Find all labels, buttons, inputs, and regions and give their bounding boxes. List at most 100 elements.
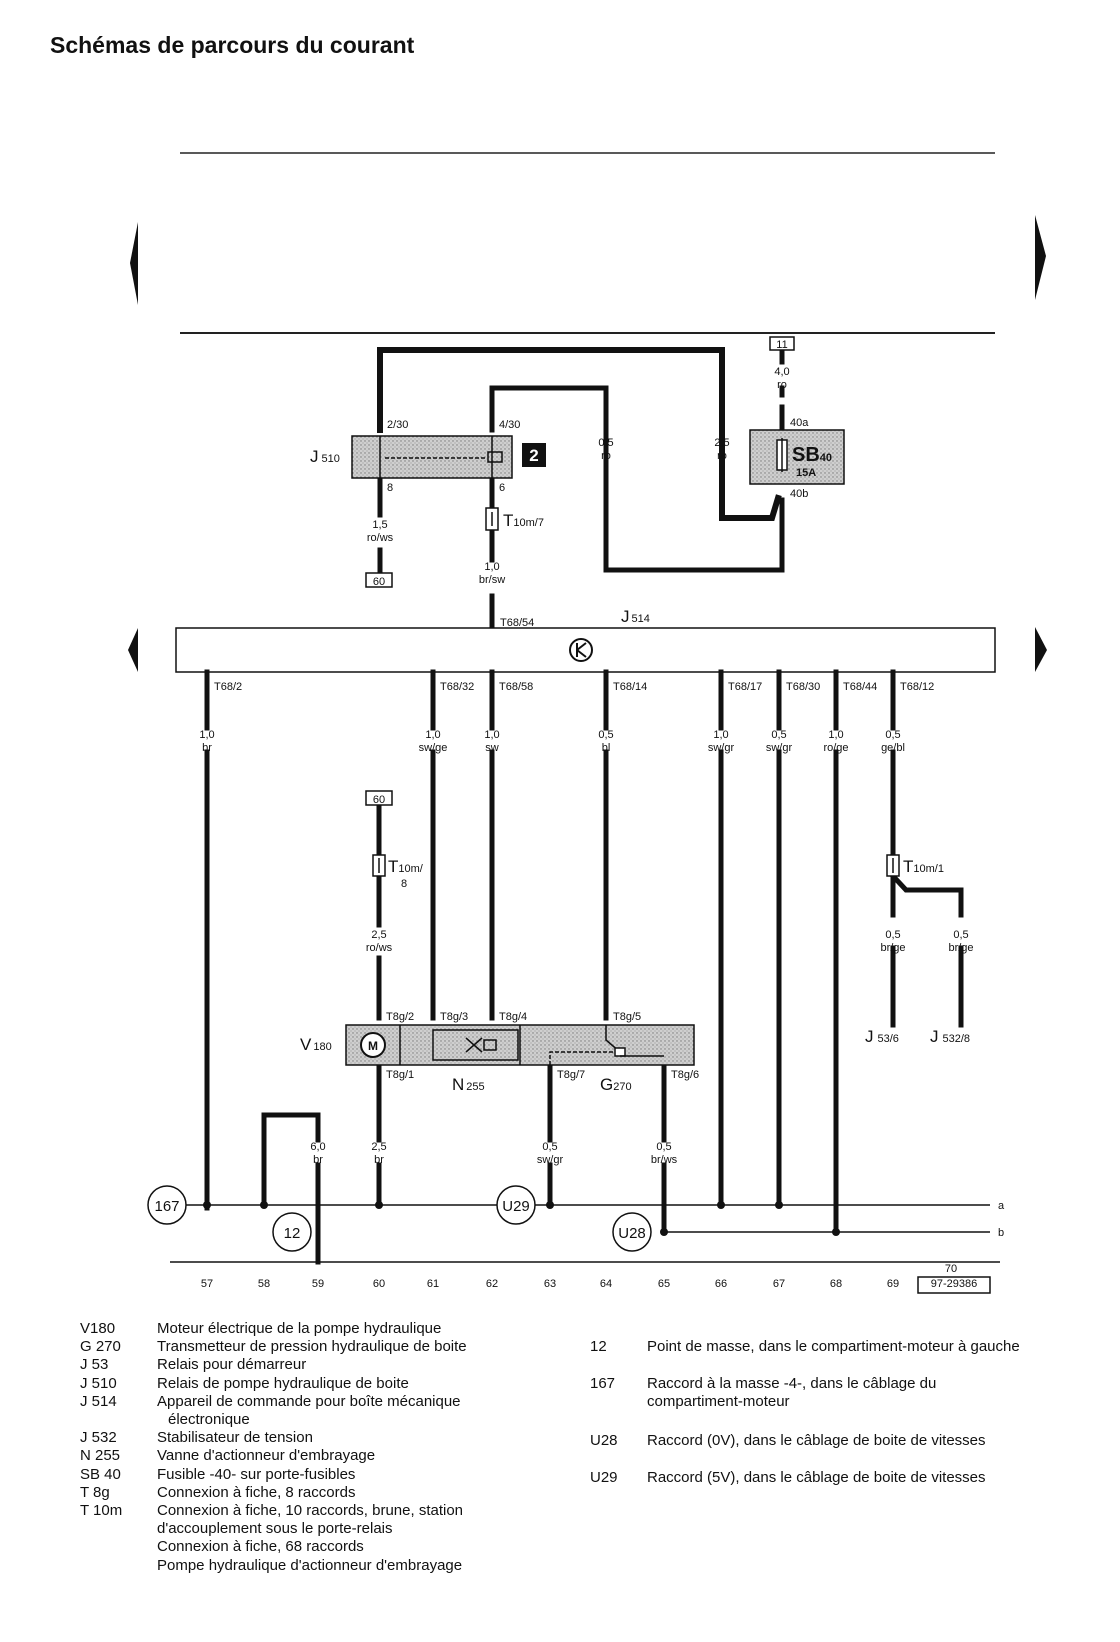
svg-text:1,0: 1,0 — [484, 729, 499, 741]
legend-code: N 255 — [80, 1447, 121, 1465]
motor-icon: M — [360, 1032, 386, 1058]
badge-2-label: 2 — [529, 446, 538, 465]
legend-description: Connexion à fiche, 68 raccords — [157, 1538, 364, 1556]
fuse-sb40[interactable] — [749, 429, 845, 485]
pin-t68-58: T68/58 — [499, 681, 533, 693]
column-number: 67 — [773, 1278, 785, 1290]
bus-junctions — [203, 1201, 840, 1236]
legend-code: T 8g — [80, 1483, 110, 1501]
column-number: 69 — [887, 1278, 899, 1290]
legend-code: J 532 — [80, 1429, 117, 1447]
svg-text:ge/bl: ge/bl — [881, 742, 905, 754]
lower-wiring — [204, 669, 964, 1265]
pin-t8g-5: T8g/5 — [613, 1011, 641, 1023]
svg-text:br: br — [374, 1154, 384, 1166]
svg-text:br: br — [313, 1154, 323, 1166]
legend-description: compartiment-moteur — [647, 1393, 790, 1410]
svg-text:0,5: 0,5 — [598, 729, 613, 741]
g270-label: G270 — [600, 1075, 632, 1094]
legend-code: T 10m — [80, 1502, 123, 1519]
svg-text:1,0: 1,0 — [425, 729, 440, 741]
control-unit-j514[interactable] — [175, 627, 996, 673]
svg-text:2,5: 2,5 — [371, 1141, 386, 1153]
pump-unit[interactable] — [345, 1024, 695, 1066]
svg-text:ro/ge: ro/ge — [823, 742, 848, 754]
legend-code: J 514 — [80, 1392, 117, 1410]
column-number: 70 — [945, 1263, 957, 1275]
pin-t68-12: T68/12 — [900, 681, 934, 693]
legend-description: Stabilisateur de tension — [157, 1429, 313, 1447]
t10m8-label: T10m/ — [388, 857, 424, 876]
svg-text:0,5: 0,5 — [885, 729, 900, 741]
svg-text:sw/gr: sw/gr — [708, 742, 735, 754]
ground-buses — [170, 1204, 1000, 1263]
wire-11-color: ro — [777, 379, 787, 391]
ref-box-11-label: 11 — [776, 339, 787, 351]
wire-05ro-size: 0,5 — [598, 437, 613, 449]
wire-j510-8-color: ro/ws — [367, 532, 394, 544]
next-section-arrow-icon[interactable] — [1035, 627, 1047, 672]
legend-code: U29 — [590, 1469, 618, 1486]
column-number: 65 — [658, 1278, 670, 1290]
column-number: 62 — [486, 1278, 498, 1290]
legend-description: Raccord (5V), dans le câblage de boite d… — [647, 1469, 986, 1486]
j510-pin-430: 4/30 — [499, 419, 520, 431]
ref-box-60-top — [365, 572, 393, 588]
connector-t10m1 — [886, 854, 900, 877]
wire-j510-8-size: 1,5 — [372, 519, 387, 531]
ref-box-60-lower — [365, 790, 393, 806]
wire-labels-middle: 1,0br 1,0sw/ge 1,0sw 0,5bl 1,0sw/gr 0,5s… — [199, 729, 973, 1166]
page-title: Schémas de parcours du courant — [50, 32, 415, 58]
legend-description: Moteur électrique de la pompe hydrauliqu… — [157, 1320, 442, 1337]
prev-page-arrow-icon[interactable] — [130, 222, 138, 305]
column-number: 66 — [715, 1278, 727, 1290]
sb40-label: SB40 — [792, 444, 832, 466]
relay-j510[interactable] — [351, 435, 513, 479]
legend-code: 167 — [590, 1375, 616, 1392]
prev-section-arrow-icon[interactable] — [128, 628, 138, 672]
svg-text:12: 12 — [284, 1225, 301, 1242]
pin-t68-14: T68/14 — [613, 681, 647, 693]
svg-text:0,5: 0,5 — [953, 929, 968, 941]
t10m7-label: T10m/7 — [503, 511, 544, 530]
ref-box-11 — [769, 336, 795, 351]
connector-t10m7 — [485, 507, 499, 531]
svg-text:br/ge: br/ge — [948, 942, 973, 954]
pin-t8g-2: T8g/2 — [386, 1011, 414, 1023]
svg-text:ro/ws: ro/ws — [366, 942, 393, 954]
svg-text:1,0: 1,0 — [199, 729, 214, 741]
ground-point-167: 167 — [147, 1185, 187, 1225]
ground-point-u28: U28 — [612, 1212, 652, 1252]
legend-code: SB 40 — [80, 1465, 121, 1483]
ground-point-12: 12 — [272, 1212, 312, 1252]
wire-j510-6-color: br/sw — [479, 574, 505, 586]
pin-t8g-1: T8g/1 — [386, 1069, 414, 1081]
wire-25ro-size: 2,5 — [714, 437, 729, 449]
ref-box-60-lower-label: 60 — [373, 794, 385, 806]
pin-t8g-4: T8g/4 — [499, 1011, 527, 1023]
svg-text:br/ws: br/ws — [651, 1154, 678, 1166]
pin-t68-17: T68/17 — [728, 681, 762, 693]
pin-t68-44: T68/44 — [843, 681, 877, 693]
sb40-pin-40a: 40a — [790, 417, 809, 429]
j514-symbol-icon — [569, 638, 593, 662]
legend-description: d'accouplement sous le porte-relais — [157, 1520, 393, 1538]
legend-code: V180 — [80, 1320, 116, 1337]
diagram-ref: 97-29386 — [930, 1278, 978, 1290]
bus-a-label: a — [998, 1200, 1005, 1212]
legend-description: Raccord à la masse -4-, dans le câblage … — [647, 1375, 937, 1392]
next-page-arrow-icon[interactable] — [1035, 215, 1046, 300]
legend-description: Relais de pompe hydraulique de boite — [157, 1374, 409, 1392]
legend-code: U28 — [590, 1432, 618, 1449]
svg-text:1,0: 1,0 — [828, 729, 843, 741]
wire-11-size: 4,0 — [774, 366, 789, 378]
svg-text:sw/gr: sw/gr — [766, 742, 793, 754]
svg-text:2,5: 2,5 — [371, 929, 386, 941]
badge-2 — [522, 443, 546, 467]
